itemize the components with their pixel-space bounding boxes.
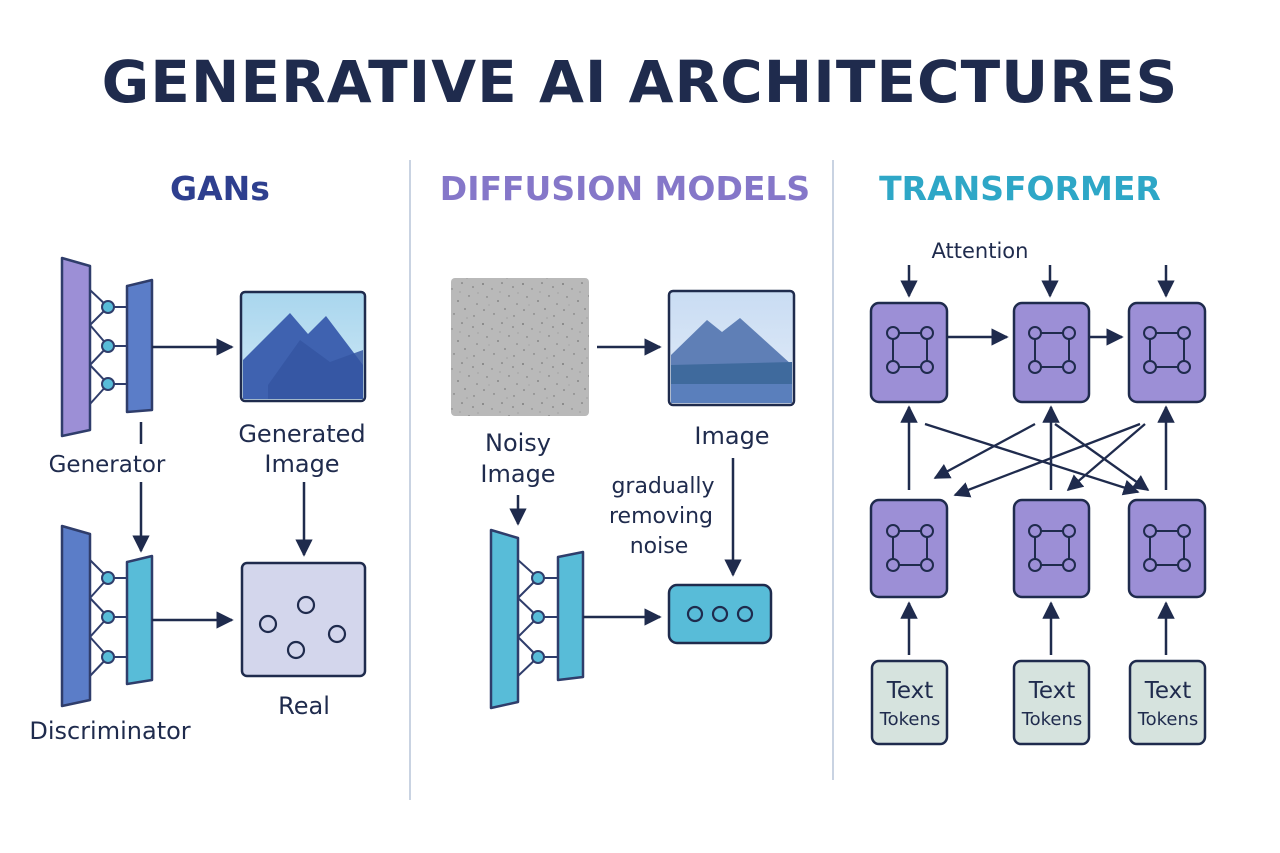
transformer-panel: TRANSFORMER Attention (869, 169, 1207, 746)
diffusion-output-box (667, 583, 773, 645)
diffusion-panel: DIFFUSION MODELS Noisy Image Image gradu… (440, 169, 810, 710)
transformer-block-bottom-2 (1012, 498, 1091, 599)
clean-image-icon (667, 289, 796, 407)
process-label-2: removing (609, 504, 713, 529)
process-label-3: noise (630, 534, 689, 559)
attention-label: Attention (932, 239, 1029, 263)
transformer-block-bottom-1 (869, 498, 949, 599)
generator-label: Generator (49, 452, 166, 478)
transformer-block-bottom-3 (1127, 498, 1207, 599)
transformer-block-top-3 (1127, 301, 1207, 404)
gans-panel: GANs Generated Image Generator (29, 169, 367, 745)
generated-image-label-2: Image (264, 450, 339, 478)
transformer-block-top-2 (1012, 301, 1091, 404)
denoising-network (489, 528, 585, 710)
token-label-line1: Text (1028, 678, 1076, 704)
discriminator-network (60, 524, 154, 708)
real-label: Real (278, 692, 330, 720)
token-label-line1: Text (1144, 678, 1192, 704)
noisy-image-label-2: Image (480, 460, 555, 488)
token-label-line2: Tokens (1021, 709, 1083, 730)
text-token-box-3: Text Tokens (1128, 659, 1207, 746)
process-label-1: gradually (611, 474, 714, 499)
cross-attention-arrows (924, 422, 1150, 498)
generator-network (60, 256, 154, 438)
text-token-box-1: Text Tokens (870, 659, 949, 746)
token-label-line1: Text (886, 678, 934, 704)
transformer-heading: TRANSFORMER (879, 169, 1161, 208)
text-token-box-2: Text Tokens (1012, 659, 1091, 746)
discriminator-label: Discriminator (29, 717, 190, 745)
clean-image-label: Image (694, 422, 769, 450)
gans-heading: GANs (170, 169, 270, 208)
generated-image-icon (239, 290, 367, 403)
noisy-image-label-1: Noisy (485, 429, 551, 457)
token-label-line2: Tokens (1137, 709, 1199, 730)
noisy-image-icon (451, 278, 589, 416)
generated-image-label-1: Generated (238, 420, 365, 448)
page-title: GENERATIVE AI ARCHITECTURES (101, 48, 1179, 116)
token-label-line2: Tokens (879, 709, 941, 730)
transformer-block-top-1 (869, 301, 949, 404)
diffusion-heading: DIFFUSION MODELS (440, 169, 810, 208)
real-sample-box (240, 561, 367, 678)
